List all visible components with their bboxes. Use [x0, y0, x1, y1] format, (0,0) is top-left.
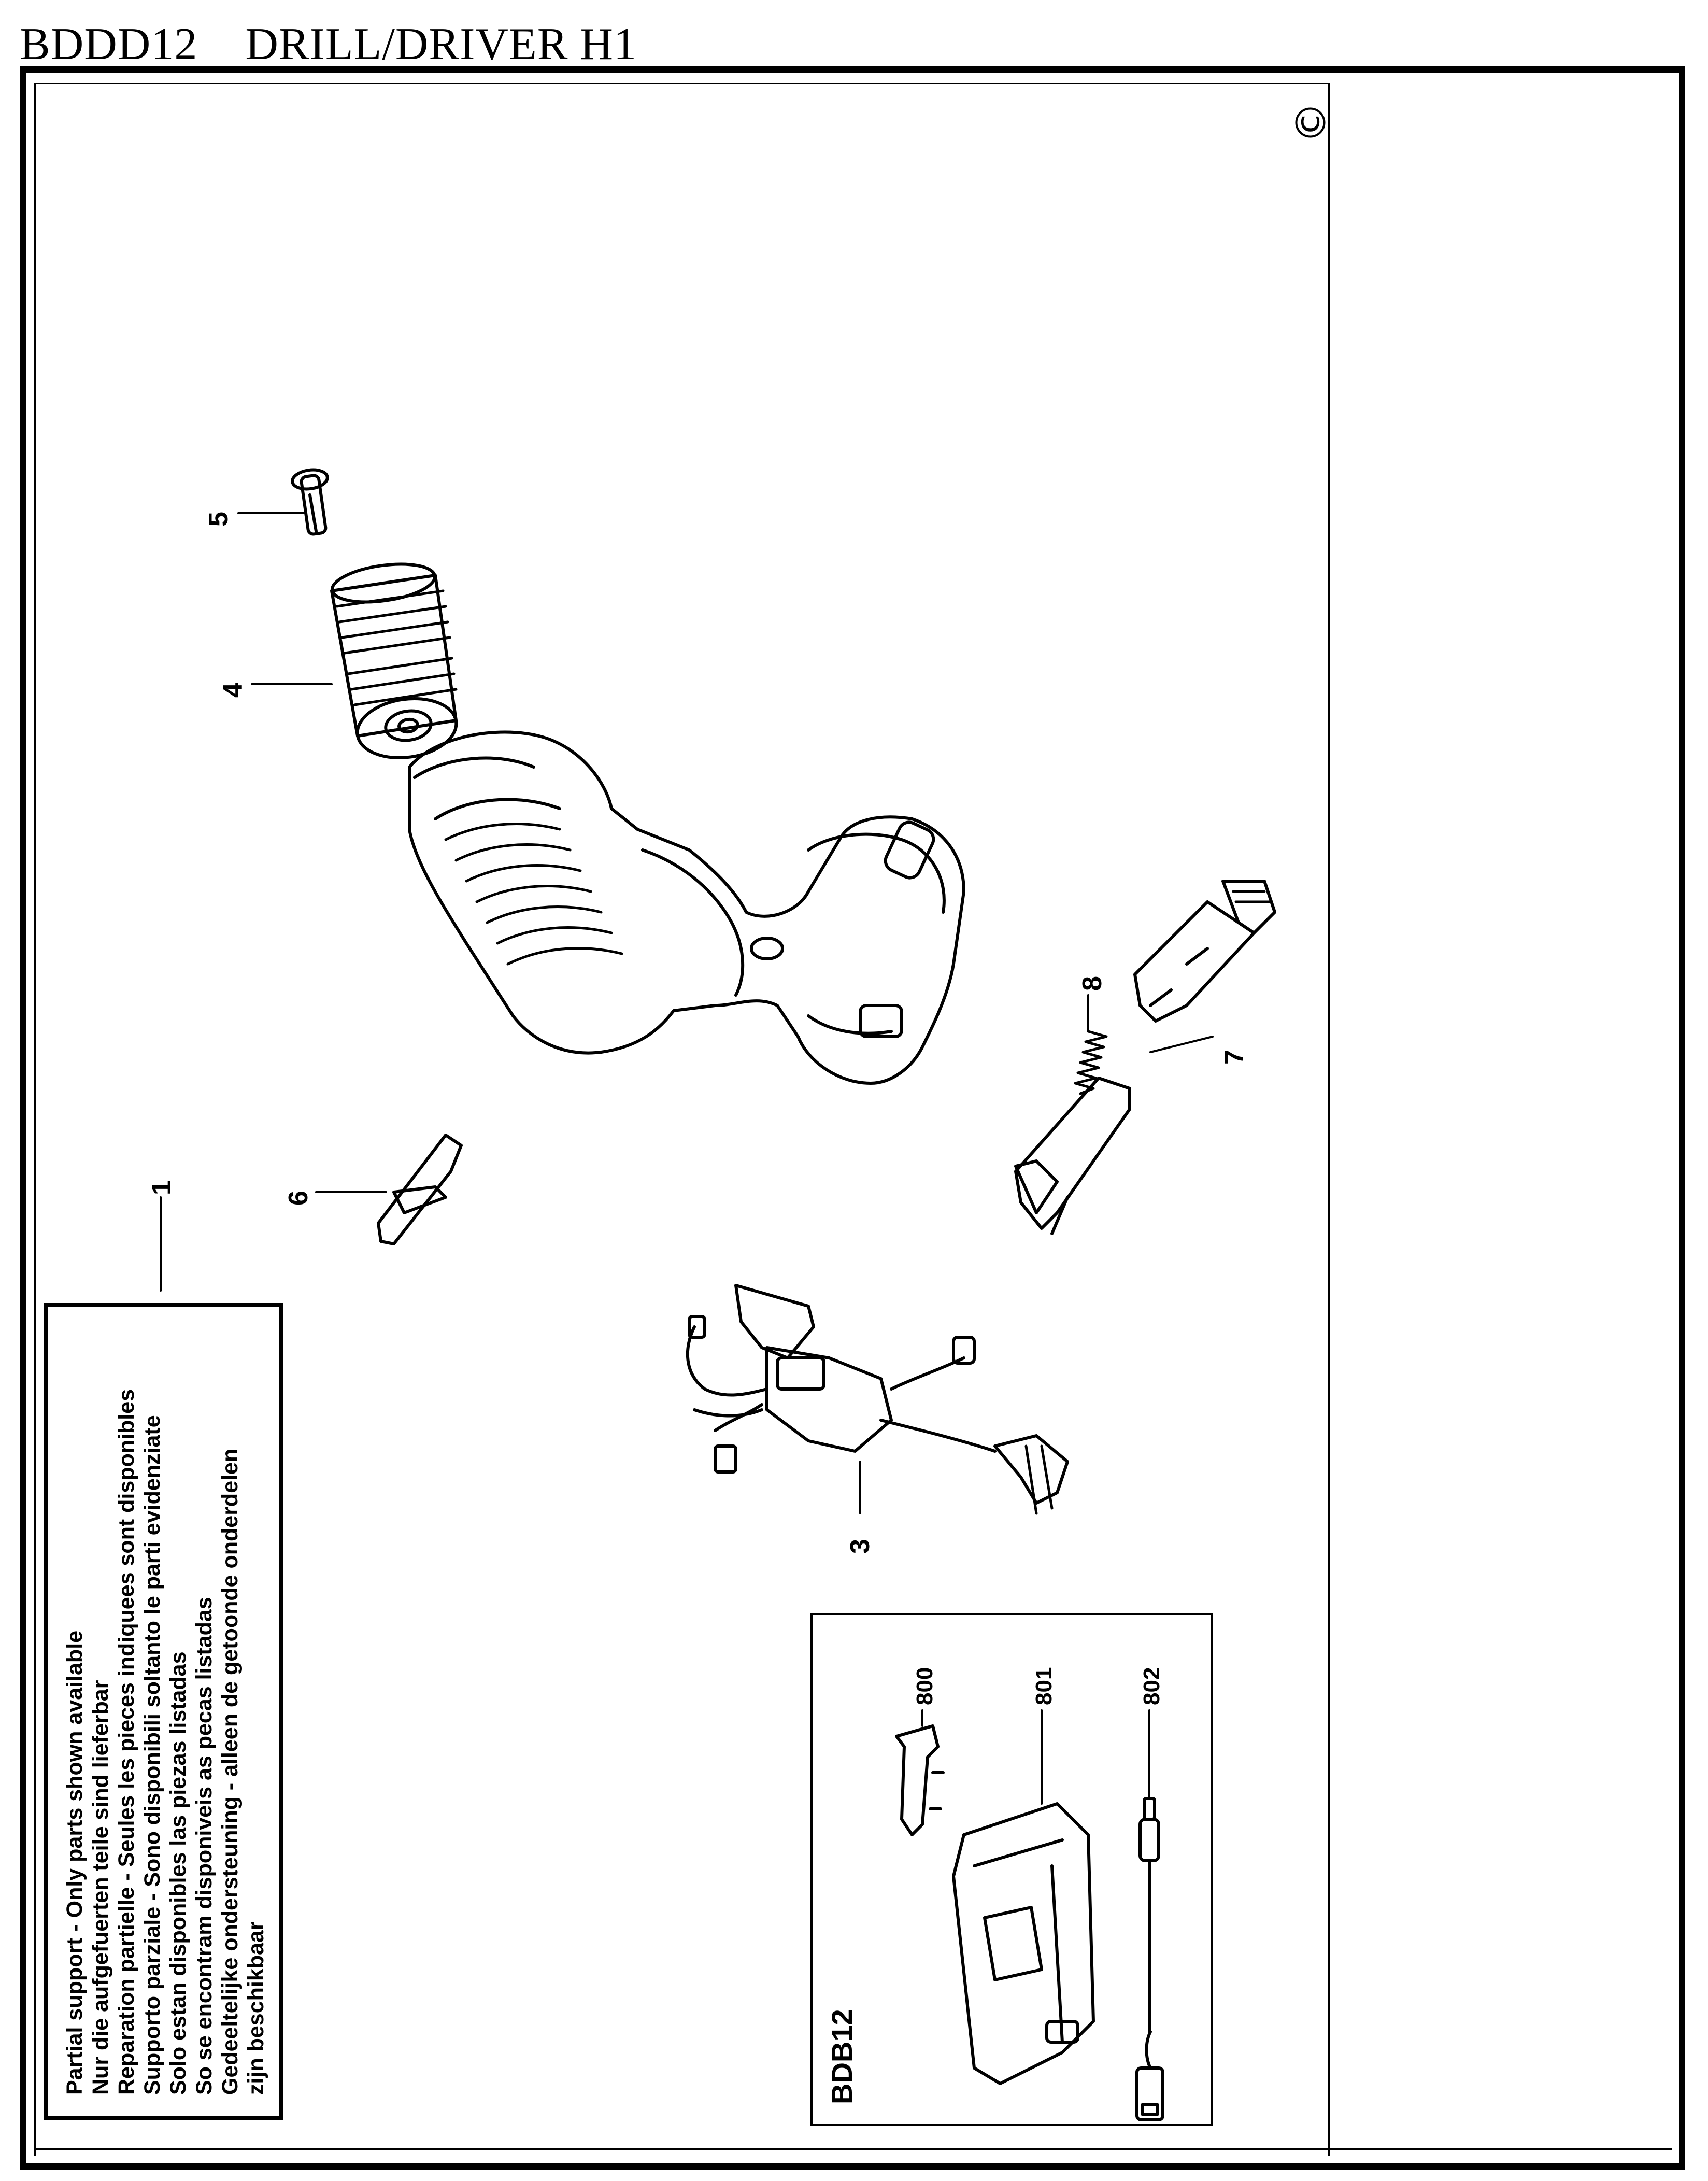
part-label-5: 5	[204, 512, 234, 527]
frame-bottom-rule	[34, 2148, 1672, 2150]
notice-line-nl-cont: zijn beschikbaar	[244, 1921, 268, 2095]
part-label-1: 1	[147, 1180, 177, 1195]
page-title: BDDD12 DRILL/DRIVER H1	[20, 22, 637, 67]
notice-line-nl: Gedeeltelijke ondersteuning - alleen de …	[218, 1448, 243, 2095]
kit-title: BDB12	[825, 2009, 858, 2104]
model-number: BDDD12	[20, 19, 198, 69]
notice-line-de: Nur die aufgefuerten teile sind lieferba…	[88, 1680, 113, 2095]
part-label-6: 6	[283, 1191, 314, 1206]
part-7-battery-cover-upper	[1133, 880, 1276, 1023]
part-6-switch	[377, 1134, 463, 1245]
kit-part-801-battery	[952, 1802, 1095, 2085]
notice-line-it: Supporto parziale - Sono disponibili sol…	[140, 1415, 165, 2095]
kit-part-800-clip	[895, 1724, 945, 1836]
part-label-8: 8	[1077, 976, 1107, 991]
part-label-3: 3	[845, 1539, 875, 1554]
kit-label-801: 801	[1031, 1667, 1057, 1705]
part-1-drill-body	[408, 730, 965, 1085]
product-name: DRILL/DRIVER H1	[245, 19, 637, 69]
notice-line-es: Solo estan disponibles las piezas listad…	[166, 1651, 191, 2095]
part-5-screw	[291, 468, 329, 536]
part-label-4: 4	[218, 683, 248, 698]
notice-line-en: Partial support - Only parts shown avail…	[62, 1630, 87, 2095]
kit-label-802: 802	[1139, 1667, 1164, 1705]
kit-label-800: 800	[912, 1667, 937, 1705]
copyright-mark: ©	[1287, 102, 1335, 144]
part-7-battery-cover-lower	[1014, 1077, 1131, 1235]
outer-frame	[20, 66, 1685, 2170]
diagram-frame	[34, 83, 1330, 2156]
notice-line-pt: So se encontram disponiveis as pecas lis…	[192, 1597, 217, 2095]
leader-lines	[160, 512, 1214, 1805]
part-8-spring	[1074, 1030, 1108, 1095]
kit-box	[810, 1613, 1213, 2126]
availability-notice: Partial support - Only parts shown avail…	[44, 1303, 283, 2120]
part-3-switch-harness	[686, 1284, 1069, 1515]
notice-line-fr: Reparation partielle - Seules les pieces…	[114, 1389, 139, 2095]
part-label-7: 7	[1219, 1050, 1249, 1065]
part-4-chuck	[330, 562, 458, 760]
